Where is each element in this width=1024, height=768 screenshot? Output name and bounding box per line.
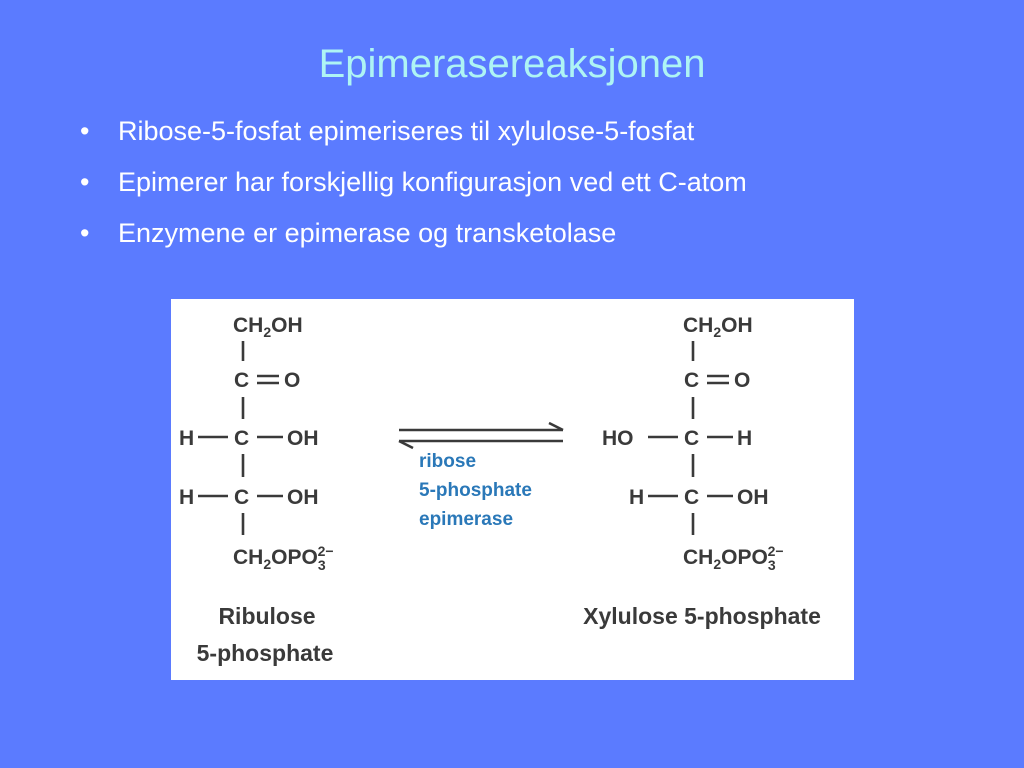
enzyme-label-line1: ribose xyxy=(419,451,476,472)
bullet-list: • Ribose-5-fosfat epimeriseres til xylul… xyxy=(80,108,747,261)
right-row4-right: OH xyxy=(737,486,769,509)
equilibrium-arrows xyxy=(398,421,564,450)
right-carbonyl-o: O xyxy=(734,369,750,392)
right-name: Xylulose 5-phosphate xyxy=(583,603,821,629)
right-carbonyl-c: C xyxy=(684,369,699,392)
ribulose-5-phosphate-structure: CH2OH C O H C OH H C OH CH2OPO32− Ribulo… xyxy=(179,314,334,666)
right-row4-center: C xyxy=(684,486,699,509)
enzyme-label-line2: 5-phosphate xyxy=(419,480,532,501)
enzyme-label-line3: epimerase xyxy=(419,509,513,530)
bullet-item: • Epimerer har forskjellig konfigurasjon… xyxy=(80,159,747,210)
left-carbonyl-c: C xyxy=(234,369,249,392)
left-row4-left: H xyxy=(179,486,194,509)
reaction-figure: CH2OH C O H C OH H C OH CH2OPO32− Ribulo… xyxy=(171,299,854,680)
bullet-item: • Enzymene er epimerase og transketolase xyxy=(80,210,747,261)
right-row3-right: H xyxy=(737,427,752,450)
slide-title: Epimerasereaksjonen xyxy=(318,42,706,86)
right-row4-left: H xyxy=(629,486,644,509)
reaction-diagram: CH2OH C O H C OH H C OH CH2OPO32− Ribulo… xyxy=(179,314,821,666)
right-ch2oh: CH2OH xyxy=(683,314,753,340)
left-row4-right: OH xyxy=(287,486,319,509)
left-carbonyl-o: O xyxy=(284,369,300,392)
left-ch2opo3: CH2OPO32− xyxy=(233,543,334,573)
left-name-line2: 5-phosphate xyxy=(197,640,334,666)
bullet-dot: • xyxy=(80,116,90,146)
right-row3-left: HO xyxy=(602,427,634,450)
bullet-text: Ribose-5-fosfat epimeriseres til xylulos… xyxy=(118,116,695,146)
reverse-arrow-head xyxy=(398,439,414,450)
forward-arrow-head xyxy=(548,421,564,432)
left-ch2oh: CH2OH xyxy=(233,314,303,340)
bullet-text: Epimerer har forskjellig konfigurasjon v… xyxy=(118,167,747,197)
bullet-dot: • xyxy=(80,167,90,197)
left-name-line1: Ribulose xyxy=(218,603,315,629)
left-row3-left: H xyxy=(179,427,194,450)
left-row3-right: OH xyxy=(287,427,319,450)
right-row3-center: C xyxy=(684,427,699,450)
left-row4-center: C xyxy=(234,486,249,509)
bullet-text: Enzymene er epimerase og transketolase xyxy=(118,218,617,248)
bullet-item: • Ribose-5-fosfat epimeriseres til xylul… xyxy=(80,108,747,159)
bullet-dot: • xyxy=(80,218,90,248)
right-ch2opo3: CH2OPO32− xyxy=(683,543,784,573)
left-row3-center: C xyxy=(234,427,249,450)
xylulose-5-phosphate-structure: CH2OH C O HO C H H C OH CH2OPO32− Xylulo… xyxy=(583,314,821,629)
